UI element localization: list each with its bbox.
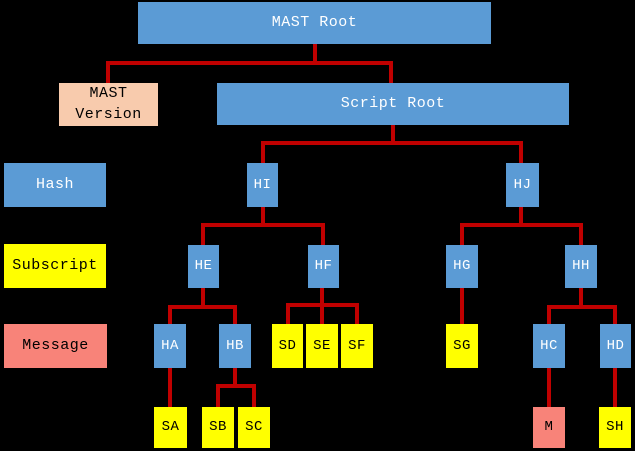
node-hi: HI — [247, 163, 278, 207]
node-sc: SC — [238, 407, 270, 448]
legend-subscript: Subscript — [4, 244, 106, 288]
connector-scriptroot-branch — [261, 141, 523, 163]
node-hf: HF — [308, 245, 339, 288]
node-sg: SG — [446, 324, 478, 368]
node-he: HE — [188, 245, 219, 288]
connector-hh-branch — [547, 305, 617, 324]
node-hb: HB — [219, 324, 251, 368]
node-se: SE — [306, 324, 338, 368]
node-sa: SA — [154, 407, 187, 448]
node-mast-root: MAST Root — [138, 2, 491, 44]
node-sh: SH — [599, 407, 631, 448]
connector-he-branch — [168, 305, 237, 324]
connector-mastroot-branch — [106, 61, 393, 83]
legend-message: Message — [4, 324, 107, 368]
connector-hj-branch — [460, 223, 583, 245]
node-ha: HA — [154, 324, 186, 368]
connector-hi-branch — [201, 223, 325, 245]
node-hg: HG — [446, 245, 478, 288]
connector-hf-branch — [286, 303, 359, 324]
node-hj: HJ — [506, 163, 539, 207]
node-sf: SF — [341, 324, 373, 368]
node-sd: SD — [272, 324, 303, 368]
node-mast-version: MAST Version — [59, 83, 158, 126]
node-hd: HD — [600, 324, 631, 368]
node-sb: SB — [202, 407, 234, 448]
node-hc: HC — [533, 324, 565, 368]
node-m: M — [533, 407, 565, 448]
legend-hash: Hash — [4, 163, 106, 207]
node-hh: HH — [565, 245, 597, 288]
node-script-root: Script Root — [217, 83, 569, 125]
connector-hb-branch — [216, 384, 256, 407]
